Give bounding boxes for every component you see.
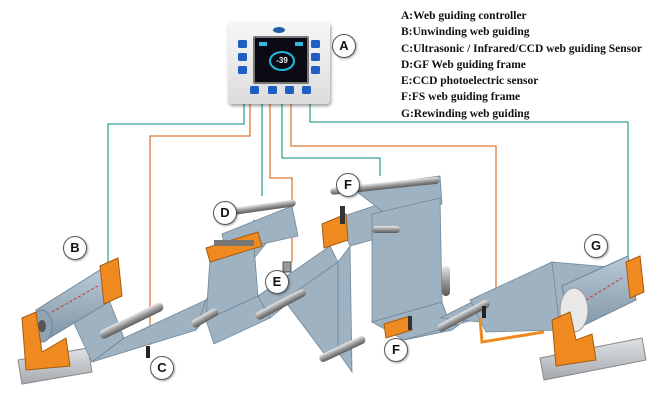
cable-to-frame-f-bottom	[290, 104, 497, 290]
sensor-e-head	[282, 261, 292, 273]
badge-d: D	[213, 201, 237, 225]
controller-button[interactable]	[250, 86, 259, 94]
legend: A:Web guiding controller B:Unwinding web…	[401, 8, 642, 122]
cable-to-frame-f-top	[281, 104, 381, 176]
controller-button[interactable]	[311, 40, 320, 48]
badge-e: E	[265, 270, 289, 294]
rewind-roll	[551, 255, 645, 367]
controller-button[interactable]	[238, 40, 247, 48]
legend-item-e: E:CCD photoelectric sensor	[401, 75, 539, 88]
legend-item-b: B:Unwinding web guiding	[401, 26, 530, 39]
screen-segment	[295, 42, 303, 46]
controller-readout: -39	[269, 51, 295, 71]
web-material	[63, 175, 621, 374]
cable-to-sensor-c	[149, 104, 251, 345]
sensor-rewind-head	[482, 306, 486, 318]
badge-g: G	[584, 234, 608, 258]
badge-f-bottom: F	[384, 338, 408, 362]
controller-button[interactable]	[311, 53, 320, 61]
brand-logo	[273, 27, 285, 33]
legend-item-g: G:Rewinding web guiding	[401, 107, 530, 120]
controller-button[interactable]	[238, 66, 247, 74]
unwind-roll	[21, 257, 123, 371]
signal-cables	[107, 104, 629, 345]
web-guiding-controller: -39	[228, 22, 330, 104]
legend-item-f: F:FS web guiding frame	[401, 91, 521, 104]
screen-segment	[259, 42, 267, 46]
cable-to-rewind	[309, 104, 629, 258]
fs-frame-f-bottom	[383, 315, 545, 344]
badge-f-top: F	[336, 173, 360, 197]
controller-button[interactable]	[302, 86, 311, 94]
badge-c: C	[150, 356, 174, 380]
fs-frame-f-top	[321, 206, 349, 249]
gf-frame-d	[205, 231, 263, 263]
controller-button[interactable]	[285, 86, 294, 94]
legend-item-c: C:Ultrasonic / Infrared/CCD web guiding …	[401, 42, 642, 55]
legend-item-a: A:Web guiding controller	[401, 10, 527, 22]
legend-item-d: D:GF Web guiding frame	[401, 58, 526, 71]
cable-to-unwind	[107, 104, 245, 278]
badge-a: A	[332, 34, 356, 58]
sensor-c-head	[146, 346, 150, 358]
controller-button[interactable]	[268, 86, 277, 94]
controller-button[interactable]	[311, 66, 320, 74]
controller-screen: -39	[253, 36, 309, 84]
badge-b: B	[63, 236, 87, 260]
controller-button[interactable]	[238, 53, 247, 61]
